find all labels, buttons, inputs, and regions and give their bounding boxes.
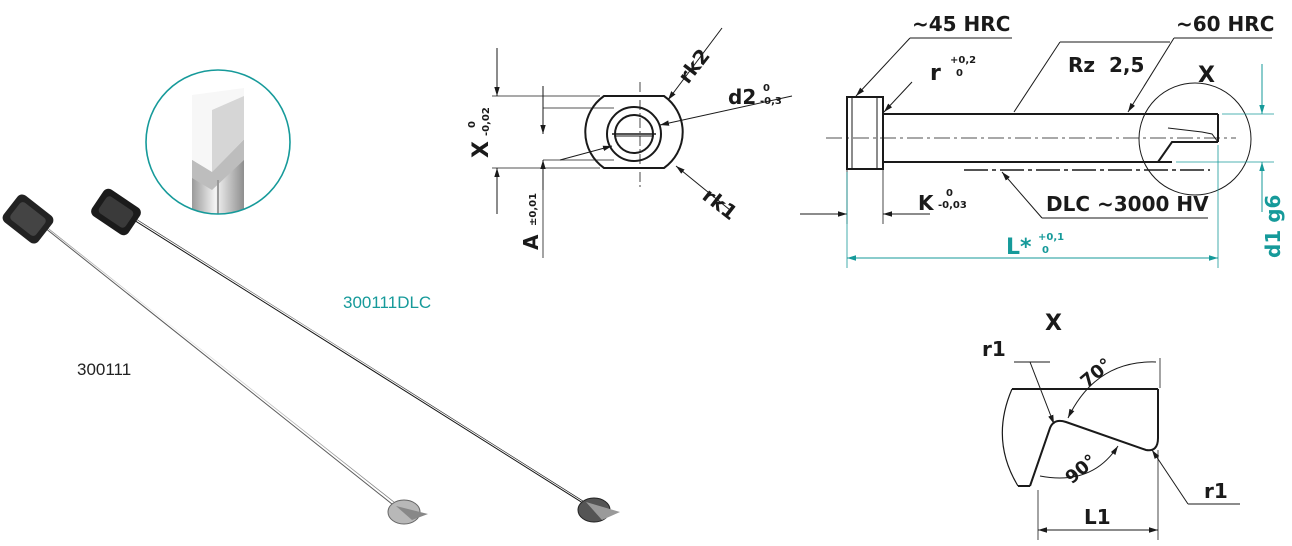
d2-label: d2 <box>728 85 756 109</box>
x-tol-upper: 0 <box>467 121 478 128</box>
angle-90-label: 90° <box>1061 451 1101 489</box>
side-view-labels: ~45 HRC ~60 HRC r +0,2 0 Rz 2,5 X K 0 -0… <box>912 12 1285 260</box>
l1-label: L1 <box>1084 505 1111 529</box>
a-tol: ±0,01 <box>528 193 539 226</box>
r1-bottom-label: r1 <box>1204 479 1228 503</box>
k-tol-upper: 0 <box>946 188 953 199</box>
side-view <box>800 37 1272 224</box>
roughness-label: Rz 2,5 <box>1068 53 1144 77</box>
rk2-label: rk2 <box>673 44 715 88</box>
head-end-view <box>492 27 793 258</box>
r-label: r <box>930 61 941 86</box>
head-end-labels: rk2 d2 0 -0,3 rk1 X 0 -0,02 A ±0,01 <box>467 44 782 250</box>
pin-300111-dlc <box>91 188 620 523</box>
detail-ref-label: X <box>1198 63 1215 88</box>
a-label: A <box>519 234 543 250</box>
r-tol-lower: 0 <box>956 68 963 79</box>
x-label: X <box>469 141 494 158</box>
detail-title: X <box>1045 311 1062 336</box>
pin-300111 <box>2 194 428 525</box>
tip-zoom-circle <box>145 69 291 215</box>
product-code-300111: 300111 <box>77 360 132 379</box>
detail-x-view <box>1001 358 1240 540</box>
k-tol-lower: -0,03 <box>938 200 967 211</box>
length-tol-lower: 0 <box>1042 245 1049 256</box>
head-hardness-label: ~45 HRC <box>912 12 1010 36</box>
d2-tol-lower: -0,3 <box>760 96 782 107</box>
coating-label: DLC ~3000 HV <box>1046 192 1209 216</box>
ejector-pin-photo <box>2 69 620 525</box>
r1-top-label: r1 <box>982 337 1006 361</box>
x-tol-lower: -0,02 <box>481 107 492 136</box>
shaft-hardness-label: ~60 HRC <box>1176 12 1274 36</box>
length-label: L* <box>1006 235 1032 260</box>
angle-70-label: 70° <box>1077 354 1117 392</box>
r-tol-upper: +0,2 <box>950 55 976 66</box>
k-label: K <box>918 191 935 215</box>
d2-tol-upper: 0 <box>763 83 770 94</box>
product-code-300111dlc: 300111DLC <box>343 293 432 312</box>
side-view-teal-dims <box>846 64 1274 268</box>
detail-x-labels: X r1 70° 90° r1 L1 <box>982 311 1228 529</box>
diameter-label: d1 g6 <box>1261 195 1285 258</box>
length-tol-upper: +0,1 <box>1038 232 1064 243</box>
